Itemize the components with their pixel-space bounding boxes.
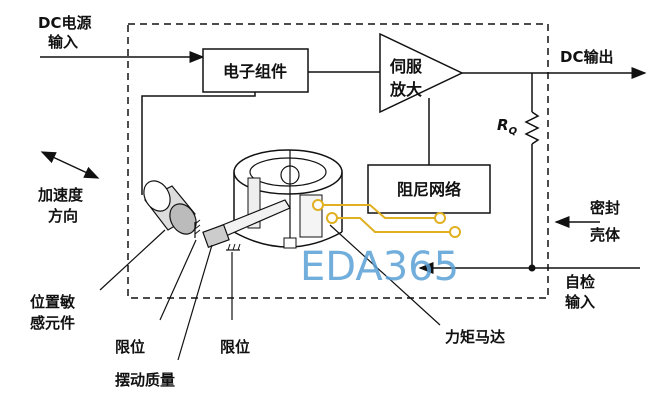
limit-stop-right [226,243,241,251]
accel-label-2: 方向 [48,207,78,225]
torque-motor [233,149,343,249]
accel-label-1: 加速度 [37,186,84,204]
position-sensor [143,180,197,235]
torque-motor-label: 力矩马达 [445,328,505,346]
dc-input-label-1: DC电源 [38,14,91,32]
housing-label-1: 密封 [590,199,620,217]
leader-torque-motor [329,224,441,326]
self-test-label-1: 自检 [565,273,595,291]
housing-label-2: 壳体 [589,226,621,244]
dc-input-label-2: 输入 [48,33,78,51]
leader-limit-left [159,239,197,321]
leader-position [99,229,166,291]
limit-left-label: 限位 [115,338,145,356]
limit-right-label: 限位 [220,338,250,356]
watermark-text: EDA365 [300,244,459,290]
sealed-housing-boundary [127,23,549,299]
electronic-module-label: 电子组件 [223,62,287,81]
sensor-feedback-line [141,92,256,195]
leader-pendulum [177,244,213,361]
junction-dot [528,264,536,272]
rq-resistor [524,111,540,145]
accel-direction-arrow [40,151,100,179]
watermark-circuit [312,199,461,238]
dc-output-label: DC输出 [560,48,613,66]
position-label-1: 位置敏 [30,293,76,311]
servo-label-1: 伺服 [389,57,423,76]
position-label-2: 感元件 [30,314,75,332]
limit-stop-left [194,219,201,238]
servo-amplifier-triangle [379,32,464,114]
damping-network-label: 阻尼网络 [397,180,461,199]
pendulum-mass [202,199,291,249]
rq-label: RQ [497,116,518,137]
servo-label-2: 放大 [389,80,422,99]
pendulum-label: 摆动质量 [115,371,175,389]
electronic-module-block [202,48,309,93]
self-test-label-2: 输入 [565,293,595,311]
